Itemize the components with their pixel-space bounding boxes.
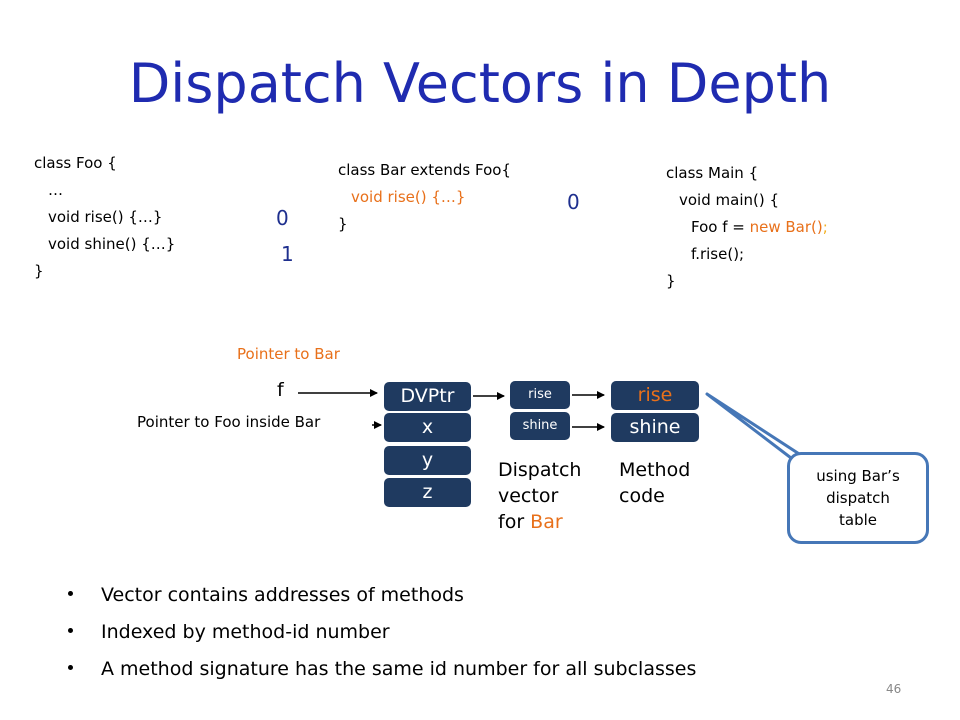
callout-line: using Bar’s [816,467,900,485]
code-line: Foo f = new Bar(); [666,214,828,241]
label-line: vector [498,485,559,507]
bullet-item: Vector contains addresses of methods [68,577,696,614]
code-line: class Foo { [34,154,117,172]
code-line: void shine() {…} [48,235,176,253]
code-line: class Bar extends Foo{ [338,161,511,179]
bullet-list: Vector contains addresses of methods Ind… [68,577,696,688]
code-new-bar: new Bar() [749,218,823,236]
bullet-icon [68,665,73,670]
label-bar: Bar [530,511,563,533]
bullet-icon [68,628,73,633]
dispatch-entry-rise: rise [509,380,571,410]
field-z: z [383,477,472,508]
method-index-shine: 1 [281,242,294,266]
dispatch-entry-shine: shine [509,411,571,441]
field-x: x [383,412,472,443]
bullet-item: A method signature has the same id numbe… [68,651,696,688]
method-index-rise: 0 [276,206,289,230]
callout-bars-dispatch-table: using Bar’s dispatch table [787,452,929,544]
code-line: … [48,181,63,199]
code-text: Foo f = [691,218,750,236]
label-line: for Bar [498,509,581,535]
dispatch-vector-label: Dispatch vector for Bar [498,457,581,535]
code-main: class Main { void main() { Foo f = new B… [666,160,828,295]
label-line: Method [619,459,691,481]
code-line: } [338,215,348,233]
bullet-item: Indexed by method-id number [68,614,696,651]
pointer-to-foo-label: Pointer to Foo inside Bar [137,413,321,431]
bullet-icon [68,591,73,596]
label-line: Dispatch [498,459,582,481]
method-code-shine: shine [610,412,700,443]
code-line: class Main { [666,164,759,182]
bullet-text: Indexed by method-id number [101,621,390,643]
variable-f: f [277,379,284,401]
bar-method-index-rise: 0 [567,190,580,214]
code-line: } [34,262,44,280]
code-line: void rise() {…} [351,188,466,206]
label-line: code [619,485,665,507]
page-title: Dispatch Vectors in Depth [128,52,832,115]
bullet-text: Vector contains addresses of methods [101,584,464,606]
callout-pointer [705,392,812,463]
code-line: void main() { [679,191,780,209]
callout-line: dispatch [826,489,890,507]
code-line: f.rise(); [691,245,745,263]
label-text: for [498,511,531,533]
code-line: } [666,272,676,290]
pointer-to-bar-label: Pointer to Bar [237,345,340,363]
code-semicolon: ; [822,218,828,236]
method-code-rise: rise [610,380,700,411]
page-number: 46 [886,682,902,696]
bullet-text: A method signature has the same id numbe… [101,658,697,680]
code-bar: class Bar extends Foo{ void rise() {…} } [338,157,511,238]
field-y: y [383,445,472,476]
code-line: void rise() {…} [48,208,163,226]
method-code-label: Method code [619,457,690,509]
code-foo: class Foo { … void rise() {…} void shine… [34,150,175,285]
field-dvptr: DVPtr [383,381,472,412]
callout-line: table [839,511,877,529]
